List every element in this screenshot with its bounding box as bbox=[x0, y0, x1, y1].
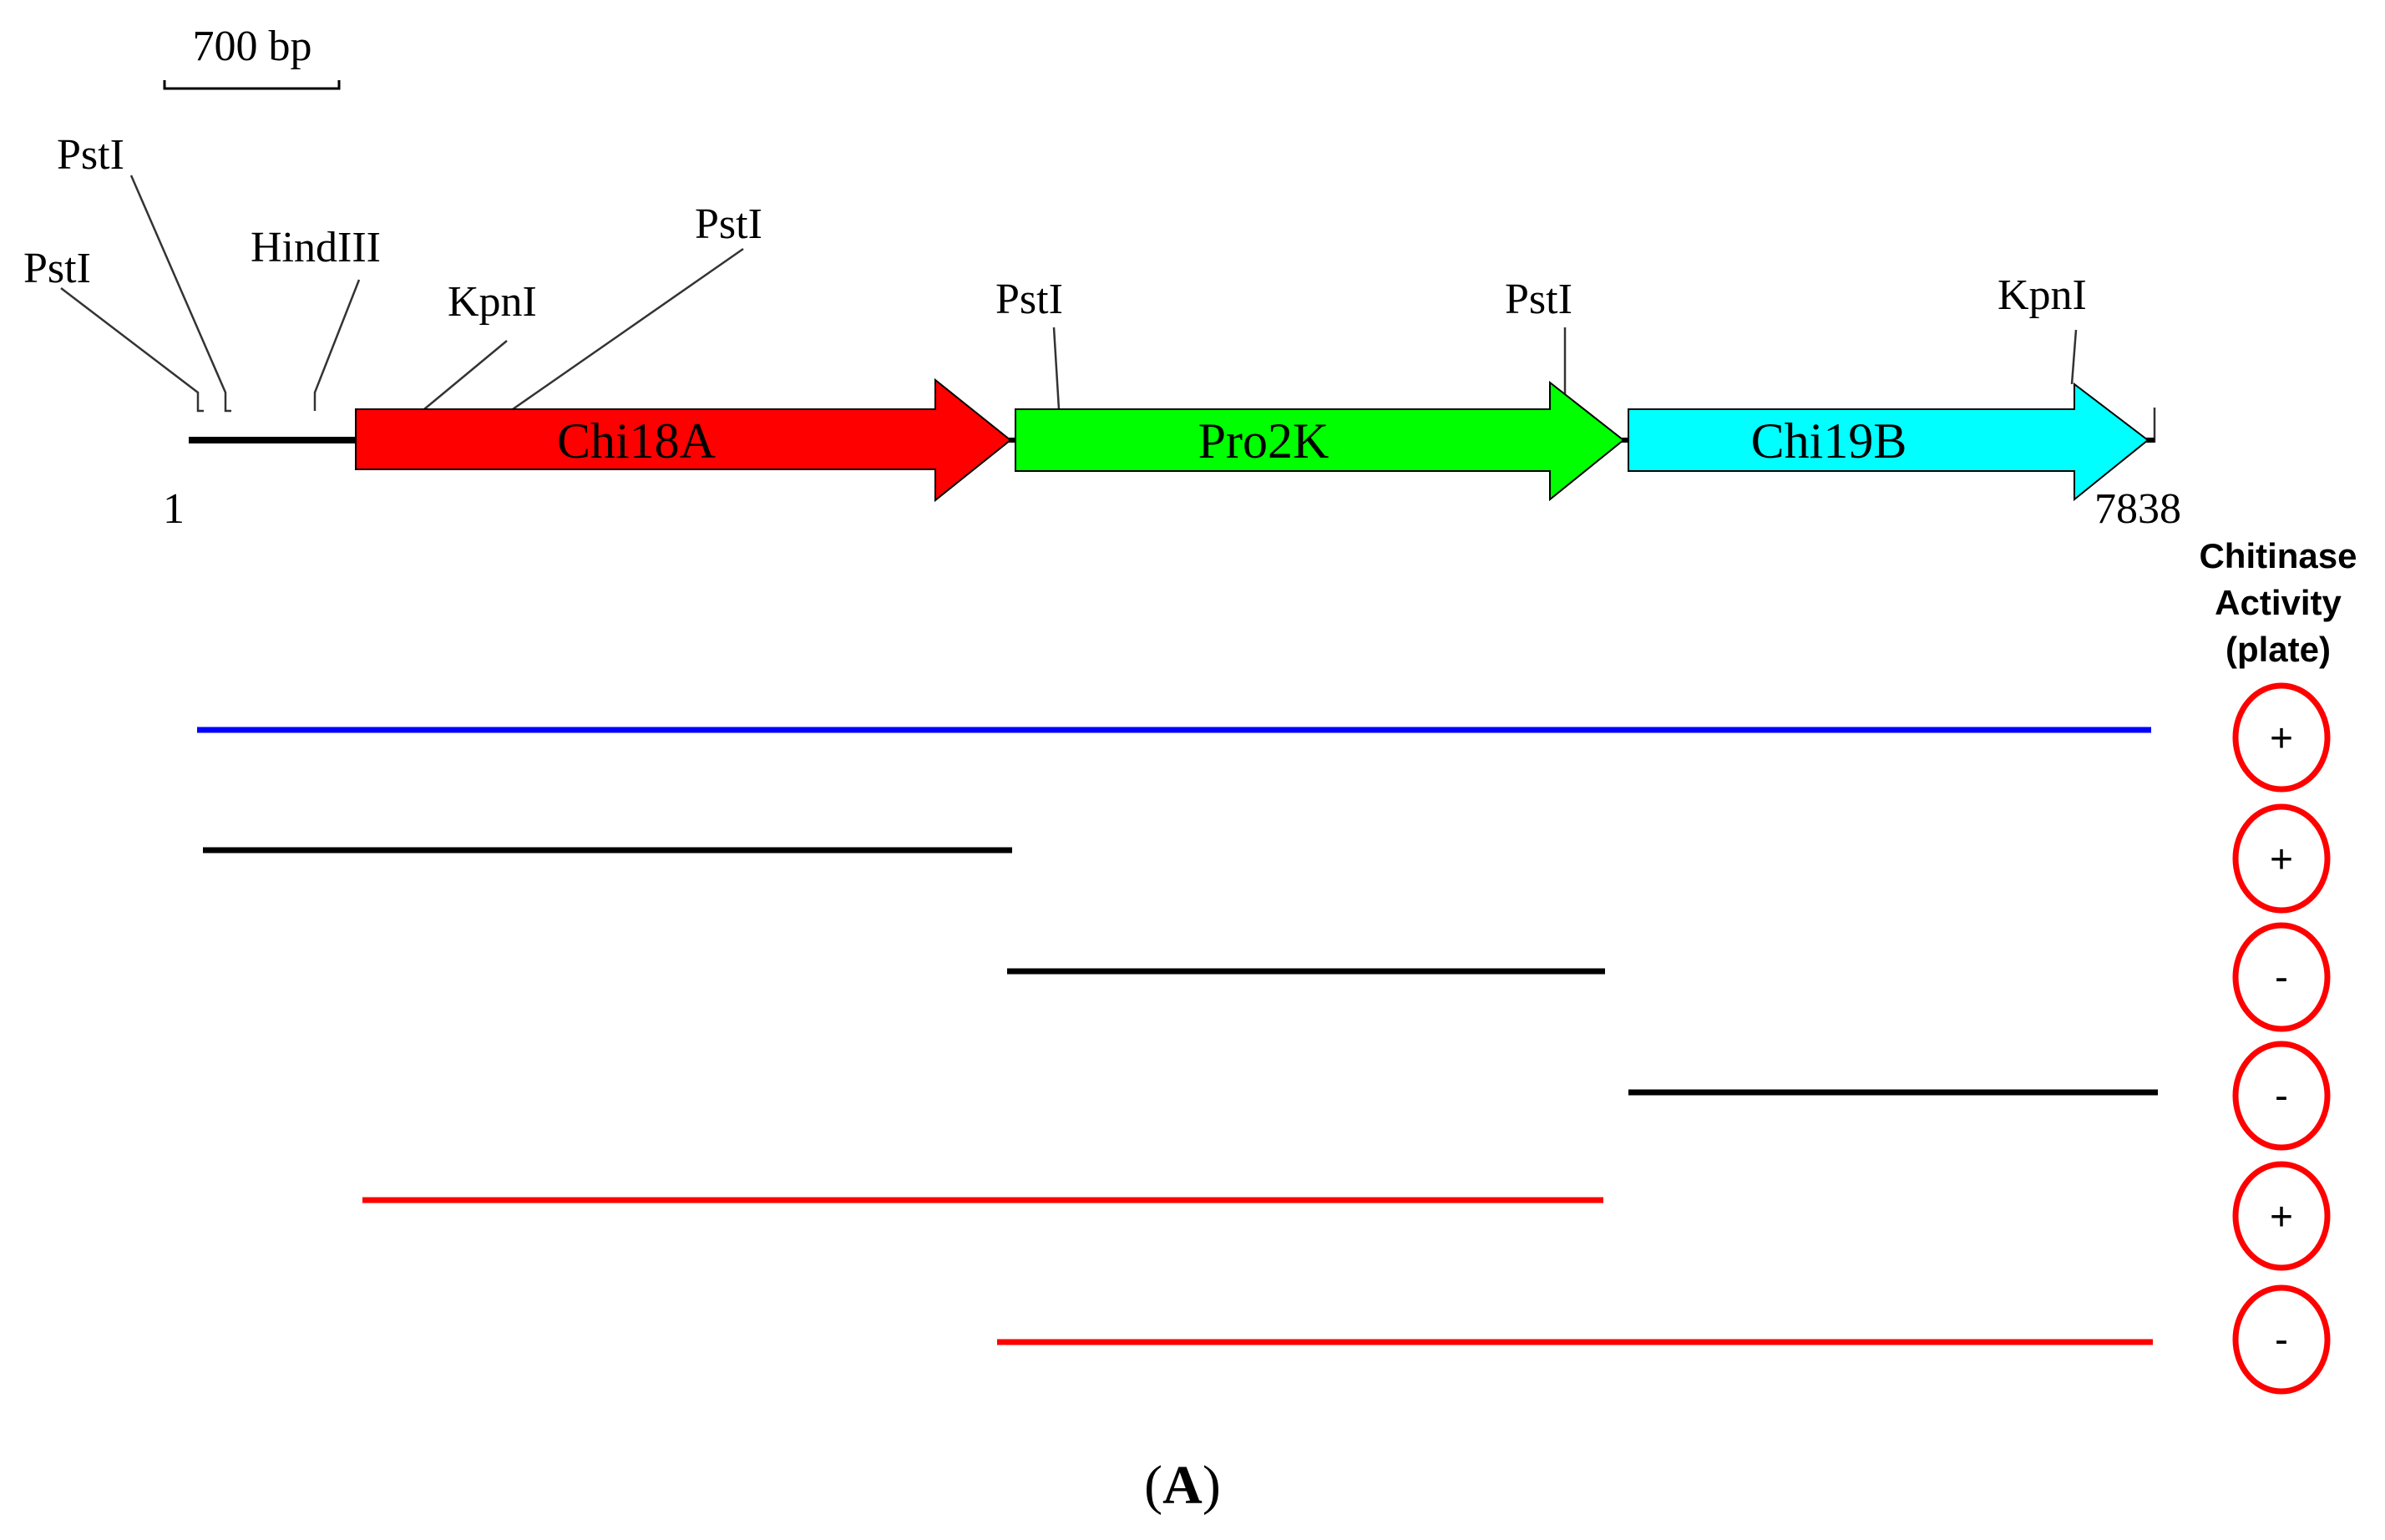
activity-result: + bbox=[2232, 1161, 2331, 1271]
restriction-site-label: PstI bbox=[995, 276, 1063, 323]
activity-result: - bbox=[2232, 922, 2331, 1032]
activity-symbol: - bbox=[2275, 1074, 2288, 1118]
restriction-site-label: PstI bbox=[1505, 276, 1572, 323]
scale-bar-bracket bbox=[163, 80, 341, 90]
activity-circle bbox=[2232, 1041, 2331, 1151]
scale-bar: 700 bp bbox=[163, 23, 341, 90]
activity-header: Chitinase Activity (plate) bbox=[2199, 536, 2357, 669]
hindiii-site-leader bbox=[313, 279, 361, 411]
gene-arrow-pro2k bbox=[1015, 380, 1625, 502]
activity-header-line: (plate) bbox=[2225, 630, 2331, 669]
restriction-site-leaders bbox=[60, 175, 2156, 443]
pstI-site-1-leader bbox=[60, 287, 204, 413]
gene-label-chi19b: Chi19B bbox=[1751, 413, 1907, 469]
sequence-start-label: 1 bbox=[163, 485, 185, 533]
activity-circle bbox=[2232, 682, 2331, 793]
sequence-end-label: 7838 bbox=[2094, 485, 2181, 533]
pstI-site-3-leader bbox=[512, 247, 744, 411]
pstI-site-4-leader bbox=[1052, 327, 1061, 410]
kpnI-site-2-leader bbox=[2070, 329, 2078, 385]
gene-arrow-chi18a bbox=[355, 377, 1012, 503]
scale-bar-label: 700 bp bbox=[193, 23, 312, 70]
activity-header-line: Activity bbox=[2215, 583, 2342, 622]
gene-arrows bbox=[355, 377, 2150, 503]
panel-label-letter: A bbox=[1162, 1455, 1203, 1516]
activity-circle bbox=[2232, 922, 2331, 1032]
activity-symbol: - bbox=[2275, 955, 2288, 1000]
activity-header-line: Chitinase bbox=[2199, 536, 2357, 575]
activity-result: - bbox=[2232, 1041, 2331, 1151]
restriction-site-label: PstI bbox=[57, 131, 124, 179]
restriction-site-label: KpnI bbox=[448, 278, 537, 326]
activity-result: - bbox=[2232, 1284, 2331, 1395]
activity-circle bbox=[2232, 803, 2331, 914]
gene-labels: Chi18A Pro2K Chi19B bbox=[557, 413, 1906, 469]
activity-result: + bbox=[2232, 682, 2331, 793]
restriction-site-labels: PstI PstI HindIII KpnI PstI PstI PstI Kp… bbox=[23, 131, 2087, 326]
restriction-site-label: PstI bbox=[695, 200, 762, 248]
panel-label-close: ) bbox=[1203, 1455, 1221, 1516]
activity-circle bbox=[2232, 1284, 2331, 1395]
activity-symbol: + bbox=[2270, 1195, 2293, 1239]
gene-arrow-chi19b bbox=[1628, 382, 2150, 502]
activity-results: + + - - + - bbox=[2232, 682, 2331, 1395]
restriction-site-label: PstI bbox=[23, 245, 91, 292]
construct-lines bbox=[197, 727, 2158, 1345]
gene-label-chi18a: Chi18A bbox=[557, 413, 716, 469]
restriction-site-label: HindIII bbox=[251, 224, 381, 271]
activity-symbol: + bbox=[2270, 838, 2293, 882]
panel-label-open: ( bbox=[1144, 1455, 1162, 1516]
activity-result: + bbox=[2232, 803, 2331, 914]
panel-label: (A) bbox=[1144, 1455, 1221, 1516]
activity-circle bbox=[2232, 1161, 2331, 1271]
kpnI-site-1-leader bbox=[423, 340, 508, 410]
restriction-site-label: KpnI bbox=[1998, 271, 2087, 319]
gene-label-pro2k: Pro2K bbox=[1198, 413, 1329, 469]
activity-symbol: + bbox=[2270, 717, 2293, 761]
pstI-site-2-leader bbox=[129, 175, 231, 413]
activity-symbol: - bbox=[2275, 1318, 2288, 1362]
